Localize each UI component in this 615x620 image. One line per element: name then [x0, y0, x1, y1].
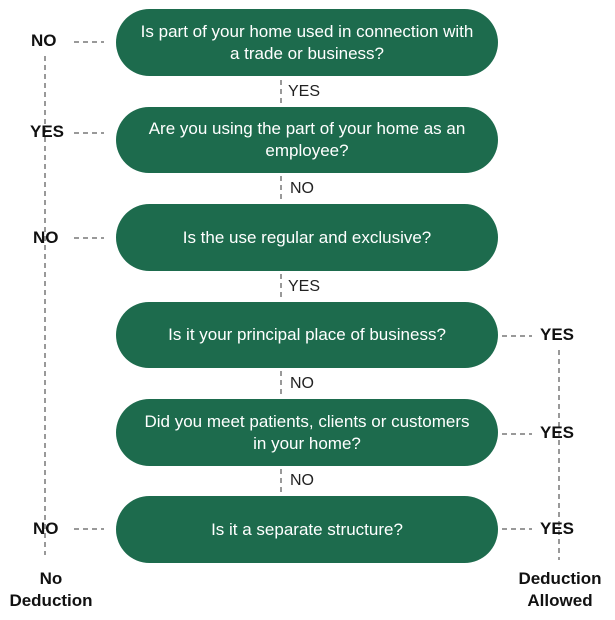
outcome-no-deduction: No Deduction	[2, 568, 100, 612]
question-separate-structure: Is it a separate structure?	[116, 496, 498, 563]
question-employee: Are you using the part of your home as a…	[116, 107, 498, 173]
left-label-4: NO	[33, 519, 59, 538]
question-trade-or-business: Is part of your home used in connection …	[116, 9, 498, 76]
down-label-2: NO	[290, 180, 314, 197]
right-label-2: YES	[540, 423, 575, 442]
outcome-deduction-allowed-line2: Allowed	[527, 591, 593, 610]
left-label-2: YES	[30, 122, 65, 141]
question-meet-clients: Did you meet patients, clients or custom…	[116, 399, 498, 466]
question-regular-exclusive: Is the use regular and exclusive?	[116, 204, 498, 271]
down-label-5: NO	[290, 472, 314, 489]
left-label-3: NO	[33, 228, 59, 247]
question-principal-place: Is it your principal place of business?	[116, 302, 498, 368]
right-label-1: YES	[540, 325, 575, 344]
left-label-1: NO	[31, 31, 57, 50]
right-label-3: YES	[540, 519, 575, 538]
down-label-4: NO	[290, 375, 314, 392]
outcome-no-deduction-line2: Deduction	[9, 591, 93, 610]
outcome-no-deduction-line1: No	[39, 569, 63, 588]
outcome-deduction-allowed: Deduction Allowed	[508, 568, 612, 612]
down-label-3: YES	[288, 278, 321, 295]
outcome-deduction-allowed-line1: Deduction	[518, 569, 602, 588]
down-label-1: YES	[288, 83, 321, 100]
